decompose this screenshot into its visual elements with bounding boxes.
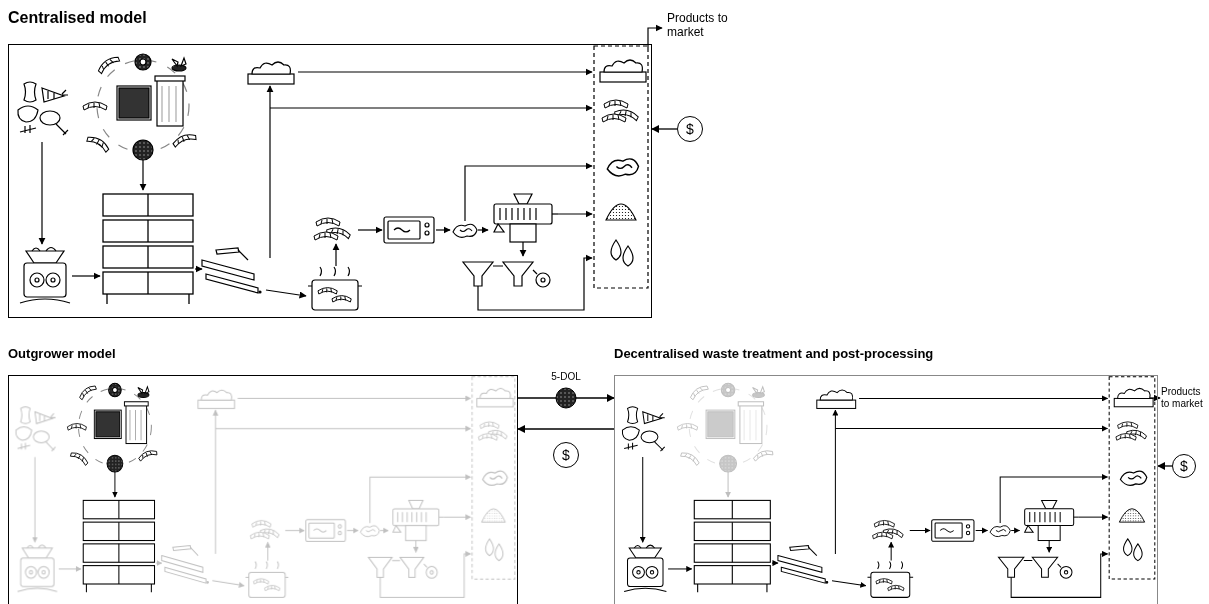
model-box: Centralised model: [8, 44, 652, 318]
flow-arrow: [652, 128, 677, 129]
payment-circle: $: [553, 442, 579, 468]
market-arrow: [648, 28, 662, 48]
flow-arrow: [1158, 465, 1172, 466]
processing-chain: [622, 377, 1154, 598]
larvae-crates: [694, 500, 770, 592]
edge-label: 5-DOL: [549, 371, 582, 383]
processing-chain-faded: [16, 377, 515, 598]
currency-symbol: $: [686, 122, 694, 136]
box-heading: Centralised model: [8, 9, 147, 27]
market-arrow: [1150, 397, 1160, 398]
centralised-illustration: [18, 46, 648, 310]
rearing-cycle: [67, 383, 157, 497]
payment-circle: $: [677, 116, 703, 142]
larvae-crates: [103, 194, 193, 304]
currency-symbol: $: [562, 448, 570, 462]
box-heading: Outgrower model: [8, 346, 116, 361]
rearing-cycle-faded: [677, 383, 773, 497]
larvae-batch-icon: [556, 388, 576, 408]
flow-arrow: [518, 428, 614, 429]
box-heading: Decentralised waste treatment and post-p…: [614, 346, 933, 361]
market-label: Products to market: [1161, 386, 1205, 409]
model-box: Decentralised waste treatment and post-p…: [614, 375, 1158, 604]
rearing-cycle: [83, 54, 197, 190]
processing-chain: [18, 46, 648, 310]
payment-circle: $: [1172, 454, 1196, 478]
market-label: Products to market: [667, 12, 729, 40]
outgrower-illustration: [16, 377, 515, 598]
model-box: Outgrower model: [8, 375, 518, 604]
larvae-crates: [83, 500, 154, 592]
currency-symbol: $: [1180, 459, 1188, 473]
decentralised-illustration: [622, 377, 1154, 598]
